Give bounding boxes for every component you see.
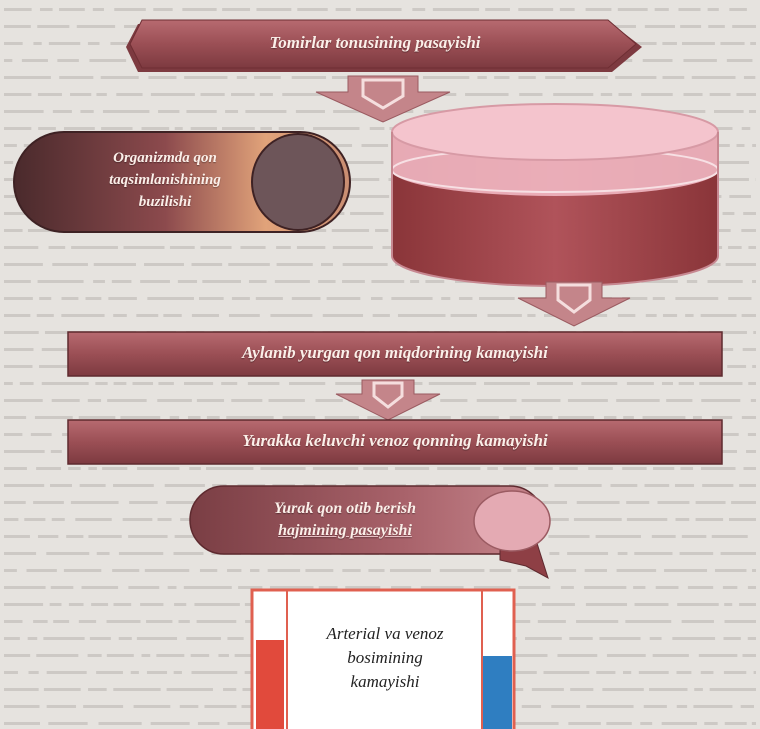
left-pill-label: Organizmda qon taqsimlanishining buzilis…	[40, 147, 290, 213]
bar1-label: Aylanib yurgan qon miqdorining kamayishi	[68, 343, 722, 363]
left-pill-line-1: Organizmda qon	[40, 147, 290, 169]
arrow-down-2	[518, 282, 630, 326]
pressure-line-3: kamayishi	[288, 670, 482, 694]
top-node-label: Tomirlar tonusining pasayishi	[150, 33, 600, 53]
left-pill-line-3: buzilishi	[40, 191, 290, 213]
arrow-down-3	[336, 380, 440, 420]
cardiac-output-label: Yurak qon otib berish hajmining pasayish…	[205, 498, 485, 542]
bar2-label: Yurakka keluvchi venoz qonning kamayishi	[68, 431, 722, 451]
blood-volume-cylinder	[392, 104, 718, 286]
left-pill-line-2: taqsimlanishining	[40, 169, 290, 191]
cardiac-line-2: hajmining pasayishi	[205, 520, 485, 542]
pressure-line-1: Arterial va venoz	[288, 622, 482, 646]
cardiac-line-1: Yurak qon otib berish	[205, 498, 485, 520]
pressure-label: Arterial va venoz bosimining kamayishi	[288, 622, 482, 694]
pressure-line-2: bosimining	[288, 646, 482, 670]
